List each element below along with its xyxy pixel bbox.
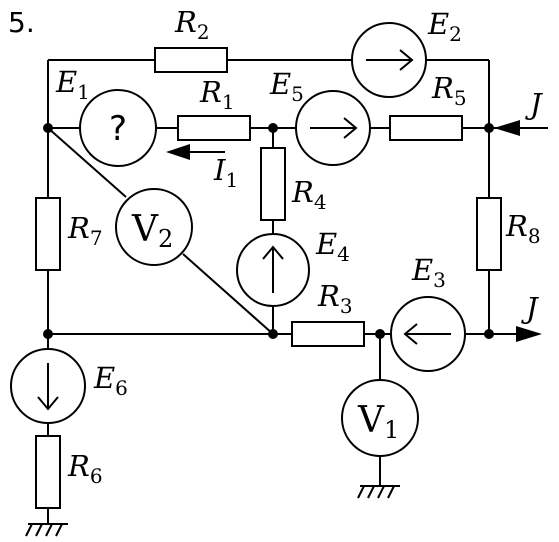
label-r1: R1	[199, 75, 235, 114]
resistor-r5	[389, 115, 463, 141]
resistor-r4	[260, 147, 286, 221]
label-e2: E2	[427, 7, 462, 46]
label-e1: E1	[55, 65, 90, 104]
label-r6: R6	[67, 449, 103, 488]
label-r7: R7	[67, 211, 103, 250]
emf-source-e3	[390, 296, 466, 372]
junctions	[43, 123, 494, 339]
resistor-r6	[35, 435, 61, 509]
resistor-r1	[177, 115, 251, 141]
label-r5: R5	[431, 71, 467, 110]
arrow-left-icon	[494, 120, 520, 136]
resistor-r7	[35, 197, 61, 271]
label-e6: E6	[93, 361, 128, 400]
unknown-mark: ?	[109, 109, 127, 149]
emf-source-e5	[295, 90, 371, 166]
current-source-j-in	[489, 120, 548, 136]
ground-icon	[25, 523, 68, 537]
label-r3: R3	[317, 279, 353, 318]
voltmeter-v2-label: V2	[131, 209, 173, 253]
current-source-j-out	[489, 326, 542, 342]
voltmeter-v2: V2	[115, 188, 193, 266]
label-e5: E5	[269, 67, 304, 106]
ground-icon	[357, 485, 400, 499]
label-i1: I1	[213, 153, 238, 192]
label-j-out: J	[521, 291, 539, 325]
emf-source-e6	[10, 348, 86, 424]
resistor-r2	[154, 47, 228, 73]
emf-source-e2	[351, 22, 427, 98]
resistor-r8	[476, 197, 502, 271]
resistor-r3	[291, 321, 365, 347]
label-e3: E3	[411, 253, 446, 292]
label-e4: E4	[315, 227, 350, 266]
voltmeter-v1: V1	[341, 379, 419, 457]
emf-source-e1: ?	[79, 89, 157, 167]
label-r2: R2	[174, 5, 210, 44]
problem-number: 5.	[8, 6, 35, 39]
emf-source-e4	[236, 233, 310, 307]
label-r8: R8	[505, 209, 541, 248]
arrow-left-icon	[166, 144, 190, 160]
arrow-right-icon	[516, 326, 542, 342]
voltmeter-v1-label: V1	[357, 400, 399, 444]
label-r4: R4	[291, 175, 327, 214]
current-i1-arrow	[166, 144, 225, 160]
label-j-in: J	[525, 87, 543, 121]
